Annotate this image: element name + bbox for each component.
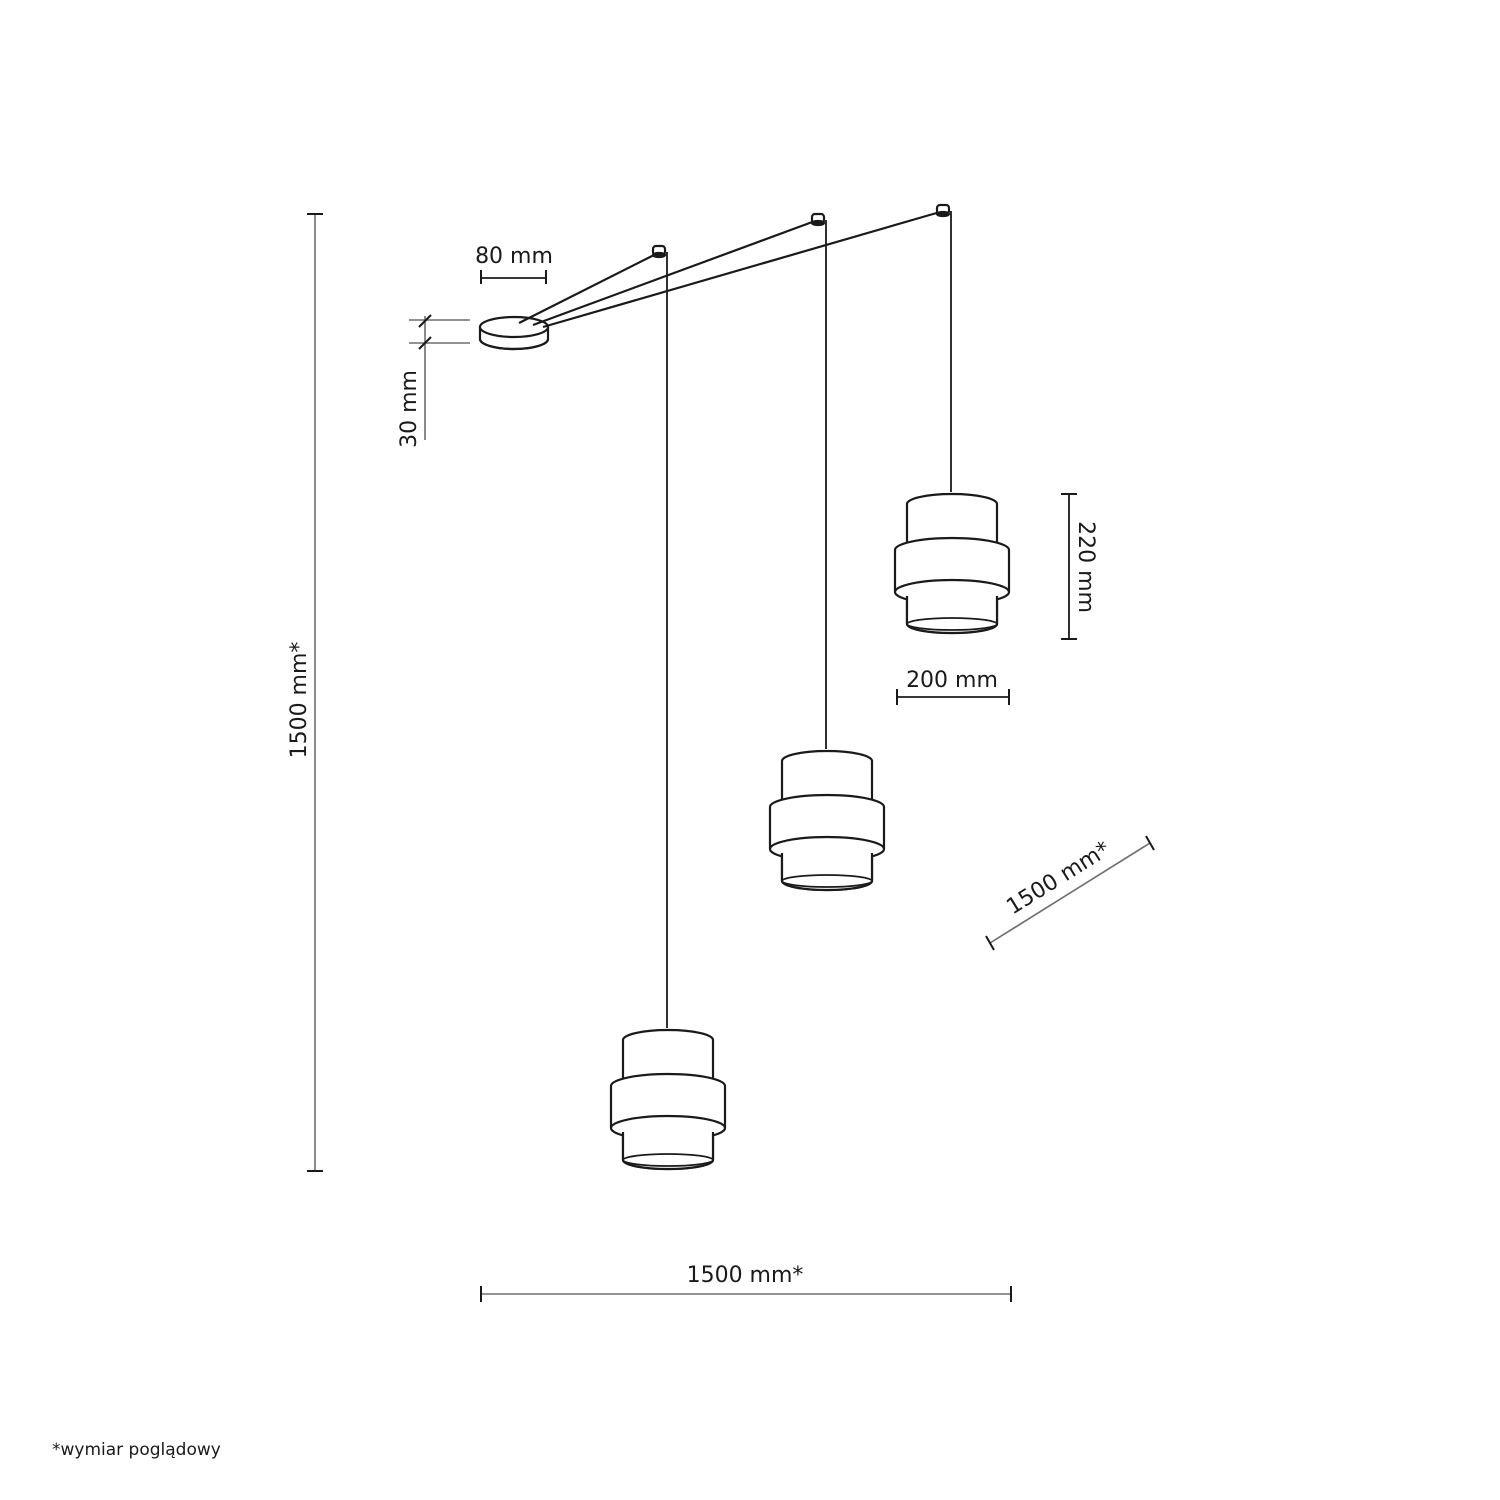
- shade-width-label: 200 mm: [906, 668, 998, 693]
- drop-cables: [666, 211, 952, 1028]
- footnote: *wymiar poglądowy: [52, 1440, 221, 1460]
- shade-left: [609, 1028, 727, 1171]
- canopy-height-dimension: 30 mm: [397, 314, 470, 448]
- total-width-dimension: 1500 mm*: [480, 1263, 1012, 1302]
- canopy-height-label: 30 mm: [397, 370, 422, 448]
- shade-middle: [768, 749, 886, 892]
- shade-height-label: 220 mm: [1073, 521, 1098, 613]
- hook-2: [810, 212, 826, 227]
- ceiling-canopy: [478, 315, 550, 351]
- cable-reach-label: 1500 mm*: [1002, 837, 1114, 920]
- canopy-width-label: 80 mm: [475, 244, 553, 269]
- cable-reach-dimension: 1500 mm*: [985, 835, 1155, 951]
- shade-right: [893, 492, 1011, 635]
- shade-width-dimension: 200 mm: [896, 668, 1010, 705]
- hook-1: [651, 244, 667, 259]
- total-height-label: 1500 mm*: [287, 642, 312, 759]
- total-height-dimension: 1500 mm*: [287, 213, 323, 1172]
- canopy-width-dimension: 80 mm: [475, 244, 553, 284]
- shade-height-dimension: 220 mm: [1061, 493, 1098, 640]
- hook-3: [935, 203, 951, 218]
- total-width-label: 1500 mm*: [687, 1263, 804, 1288]
- spider-cables: [518, 210, 941, 329]
